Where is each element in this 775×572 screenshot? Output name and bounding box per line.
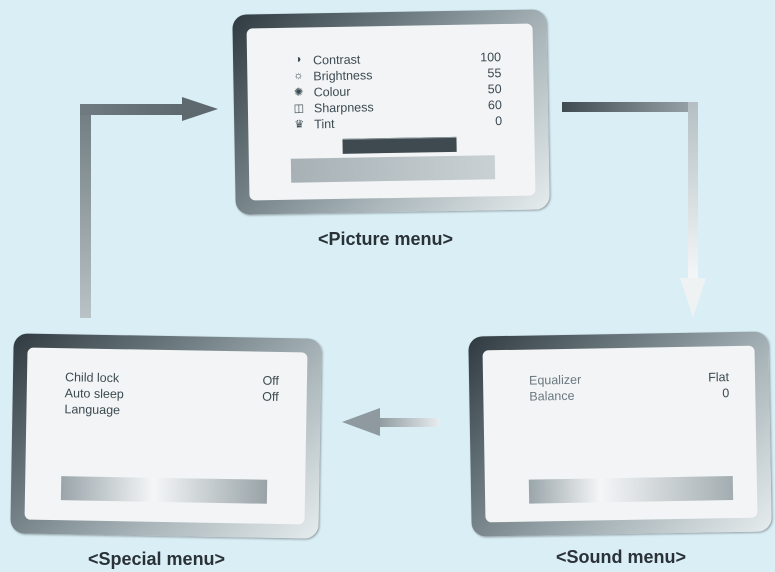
menu-item-label: Contrast <box>312 52 361 68</box>
picture-menu-highlight-bar <box>342 136 457 154</box>
menu-item-label: Tint <box>314 116 335 132</box>
menu-item-label: Auto sleep <box>64 386 124 402</box>
menu-item-label: Equalizer <box>528 372 582 388</box>
menu-item-value: 50 <box>487 82 502 97</box>
special-menu-caption: <Special menu> <box>88 549 226 569</box>
special-menu-list: Child lock Off Auto sleep Off Language <box>64 370 279 417</box>
picture-menu-panel: ◑ Contrast 100 ☼ Brightness 55 ✺ Colour … <box>246 23 536 201</box>
menu-item-value: 0 <box>495 114 503 129</box>
special-menu-panel: Child lock Off Auto sleep Off Language <box>24 347 308 525</box>
menu-item-tint[interactable]: ♛ Tint 0 <box>290 114 502 134</box>
special-menu-screen: Child lock Off Auto sleep Off Language <box>10 333 322 539</box>
arrow-sound-to-special <box>342 408 440 436</box>
menu-item-value: 60 <box>487 98 503 113</box>
special-menu-status-bar <box>60 476 268 504</box>
arrow-special-to-picture <box>80 97 218 318</box>
menu-item-value: 0 <box>722 386 730 401</box>
menu-item-label: Child lock <box>64 370 120 386</box>
picture-menu-screen: ◑ Contrast 100 ☼ Brightness 55 ✺ Colour … <box>232 9 550 215</box>
picture-menu-list: ◑ Contrast 100 ☼ Brightness 55 ✺ Colour … <box>289 50 502 131</box>
menu-item-value: Off <box>262 389 279 404</box>
sharpness-icon: ◫ <box>293 102 305 115</box>
tint-icon: ♛ <box>294 118 305 131</box>
menu-item-label: Language <box>64 402 121 418</box>
sound-menu-status-bar <box>528 476 734 504</box>
menu-item-label: Colour <box>313 84 351 100</box>
menu-item-value: 100 <box>480 50 502 65</box>
colour-icon: ✺ <box>293 86 304 99</box>
menu-item-value: Off <box>262 373 280 388</box>
sound-menu-list: Equalizer Flat Balance 0 <box>529 370 729 403</box>
contrast-icon: ◑ <box>294 53 302 66</box>
brightness-icon: ☼ <box>293 69 304 82</box>
menu-item-label: Balance <box>529 388 575 404</box>
sound-menu-caption: <Sound menu> <box>556 547 687 567</box>
picture-menu-status-bar <box>290 155 496 183</box>
arrow-picture-to-sound <box>562 102 706 318</box>
picture-menu-caption: <Picture menu> <box>318 229 454 249</box>
menu-item-value: 55 <box>487 66 502 81</box>
menu-item-label: Brightness <box>313 68 373 84</box>
sound-menu-screen: Equalizer Flat Balance 0 <box>468 331 772 537</box>
menu-item-language[interactable]: Language <box>64 402 278 422</box>
menu-item-label: Sharpness <box>313 100 374 116</box>
sound-menu-panel: Equalizer Flat Balance 0 <box>482 345 758 523</box>
menu-item-balance[interactable]: Balance 0 <box>529 386 729 405</box>
menu-item-value: Flat <box>708 370 730 385</box>
